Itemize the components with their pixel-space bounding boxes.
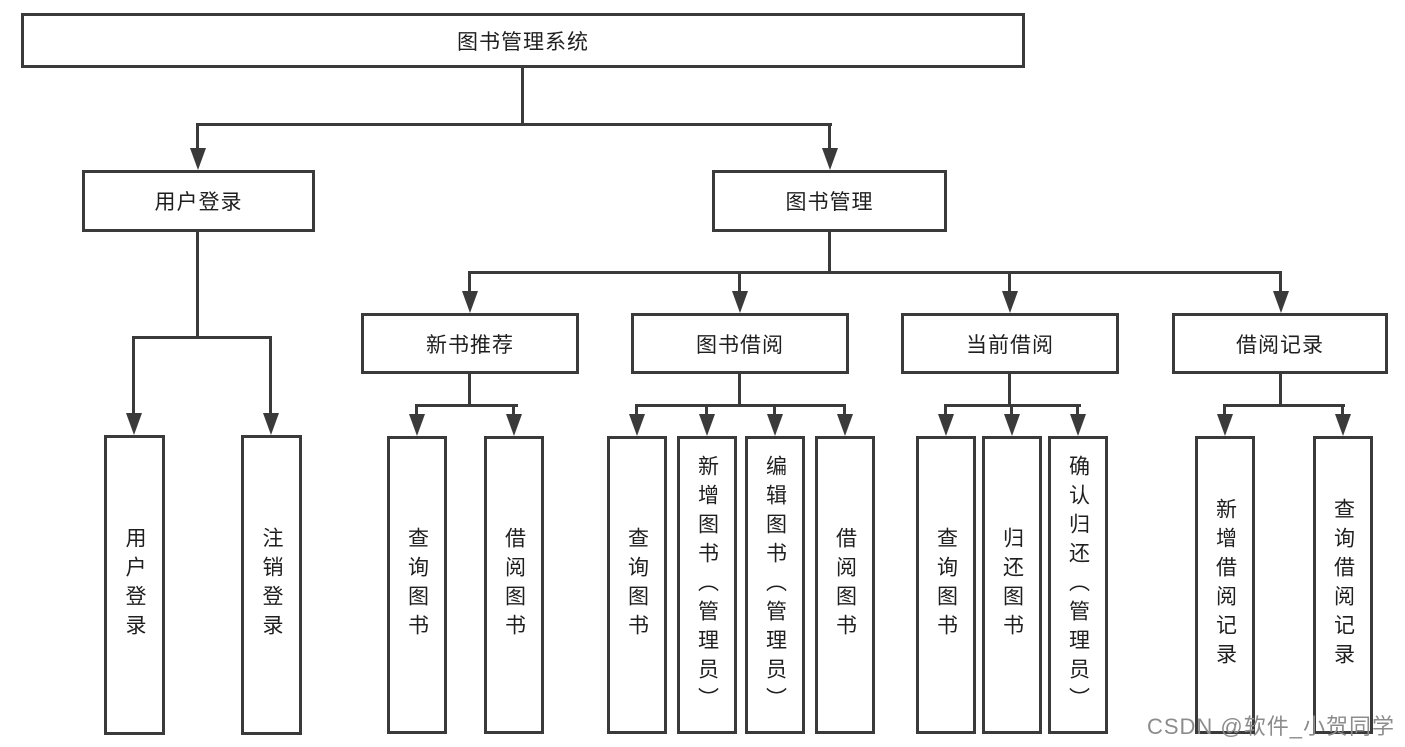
node-add-books-admin: 新增图书（管理员）: [677, 436, 737, 734]
arrowhead-down-icon: [629, 414, 645, 436]
arrowhead-down-icon: [1070, 414, 1086, 436]
arrowhead-down-icon: [837, 414, 853, 436]
node-newbook-query-books-label: 查询图书: [405, 527, 429, 643]
connector: [1076, 404, 1079, 415]
connector: [1279, 374, 1282, 407]
node-newbook-borrow-books: 借阅图书: [484, 436, 544, 734]
node-borrow-borrow-books-label: 借阅图书: [833, 527, 857, 643]
node-newbook-borrow-books-label: 借阅图书: [502, 527, 526, 643]
connector: [132, 336, 272, 339]
node-confirm-return-admin-label: 确认归还（管理员）: [1066, 454, 1090, 716]
node-new-book-recommend-label: 新书推荐: [426, 333, 514, 357]
node-current-query-books-label: 查询图书: [934, 527, 958, 643]
node-add-books-admin-label: 新增图书（管理员）: [695, 454, 719, 716]
node-leaf-user-login-label: 用户登录: [123, 527, 146, 643]
node-borrow-query-books-label: 查询图书: [625, 527, 649, 643]
arrowhead-down-icon: [938, 414, 954, 436]
connector: [197, 123, 832, 126]
node-user-login: 用户登录: [82, 170, 315, 232]
arrowhead-down-icon: [506, 414, 522, 436]
connector: [415, 404, 418, 415]
connector: [1341, 404, 1344, 415]
arrowhead-down-icon: [409, 414, 425, 436]
connector: [738, 271, 741, 291]
connector: [1223, 404, 1226, 415]
node-leaf-logout: 注销登录: [241, 435, 302, 735]
node-add-borrow-record: 新增借阅记录: [1195, 436, 1255, 734]
connector: [415, 404, 518, 407]
arrowhead-down-icon: [1004, 414, 1020, 436]
connector: [828, 232, 831, 273]
node-current-query-books: 查询图书: [916, 436, 976, 734]
connector: [1008, 271, 1011, 291]
node-edit-books-admin-label: 编辑图书（管理员）: [763, 454, 787, 716]
node-borrow-borrow-books: 借阅图书: [815, 436, 875, 734]
csdn-watermark: CSDN @软件_小贺同学: [1146, 714, 1395, 739]
node-book-borrow: 图书借阅: [631, 313, 849, 374]
arrowhead-down-icon: [767, 414, 783, 436]
arrowhead-down-icon: [1217, 414, 1233, 436]
connector: [521, 68, 524, 123]
node-leaf-logout-label: 注销登录: [260, 527, 283, 643]
node-book-management: 图书管理: [712, 170, 947, 232]
connector: [635, 404, 846, 407]
arrowhead-down-icon: [126, 413, 142, 435]
connector: [1279, 271, 1282, 291]
connector: [468, 374, 471, 407]
connector: [132, 336, 135, 414]
node-root-label: 图书管理系统: [457, 30, 589, 54]
connector: [944, 404, 947, 415]
connector: [1008, 374, 1011, 407]
arrowhead-down-icon: [732, 291, 748, 313]
node-borrow-records-label: 借阅记录: [1236, 333, 1324, 357]
node-borrow-records: 借阅记录: [1172, 313, 1388, 374]
node-book-borrow-label: 图书借阅: [696, 333, 784, 357]
connector: [196, 232, 199, 337]
connector: [635, 404, 638, 415]
connector: [828, 123, 831, 150]
connector: [196, 123, 199, 150]
arrowhead-down-icon: [190, 148, 206, 170]
connector: [738, 374, 741, 407]
node-query-borrow-record-label: 查询借阅记录: [1331, 498, 1355, 672]
connector: [773, 404, 776, 415]
arrowhead-down-icon: [699, 414, 715, 436]
connector: [843, 404, 846, 415]
node-return-books-label: 归还图书: [1000, 527, 1024, 643]
node-newbook-query-books: 查询图书: [387, 436, 447, 734]
node-borrow-query-books: 查询图书: [607, 436, 667, 734]
node-add-borrow-record-label: 新增借阅记录: [1213, 498, 1237, 672]
arrowhead-down-icon: [822, 148, 838, 170]
connector: [512, 404, 515, 415]
arrowhead-down-icon: [1002, 291, 1018, 313]
node-confirm-return-admin: 确认归还（管理员）: [1048, 436, 1108, 734]
connector: [1223, 404, 1345, 407]
node-current-borrow: 当前借阅: [901, 313, 1119, 374]
connector: [705, 404, 708, 415]
arrowhead-down-icon: [1273, 291, 1289, 313]
arrowhead-down-icon: [1335, 414, 1351, 436]
connector: [269, 336, 272, 414]
node-edit-books-admin: 编辑图书（管理员）: [745, 436, 805, 734]
node-new-book-recommend: 新书推荐: [361, 313, 579, 374]
connector: [1010, 404, 1013, 415]
node-return-books: 归还图书: [982, 436, 1042, 734]
node-book-management-label: 图书管理: [785, 191, 874, 214]
arrowhead-down-icon: [462, 291, 478, 313]
node-leaf-user-login: 用户登录: [104, 435, 165, 735]
node-user-login-label: 用户登录: [154, 191, 243, 214]
connector: [468, 271, 471, 291]
node-root: 图书管理系统: [21, 13, 1025, 68]
arrowhead-down-icon: [263, 413, 279, 435]
node-query-borrow-record: 查询借阅记录: [1313, 436, 1373, 734]
node-current-borrow-label: 当前借阅: [966, 333, 1054, 357]
connector: [468, 271, 1282, 274]
